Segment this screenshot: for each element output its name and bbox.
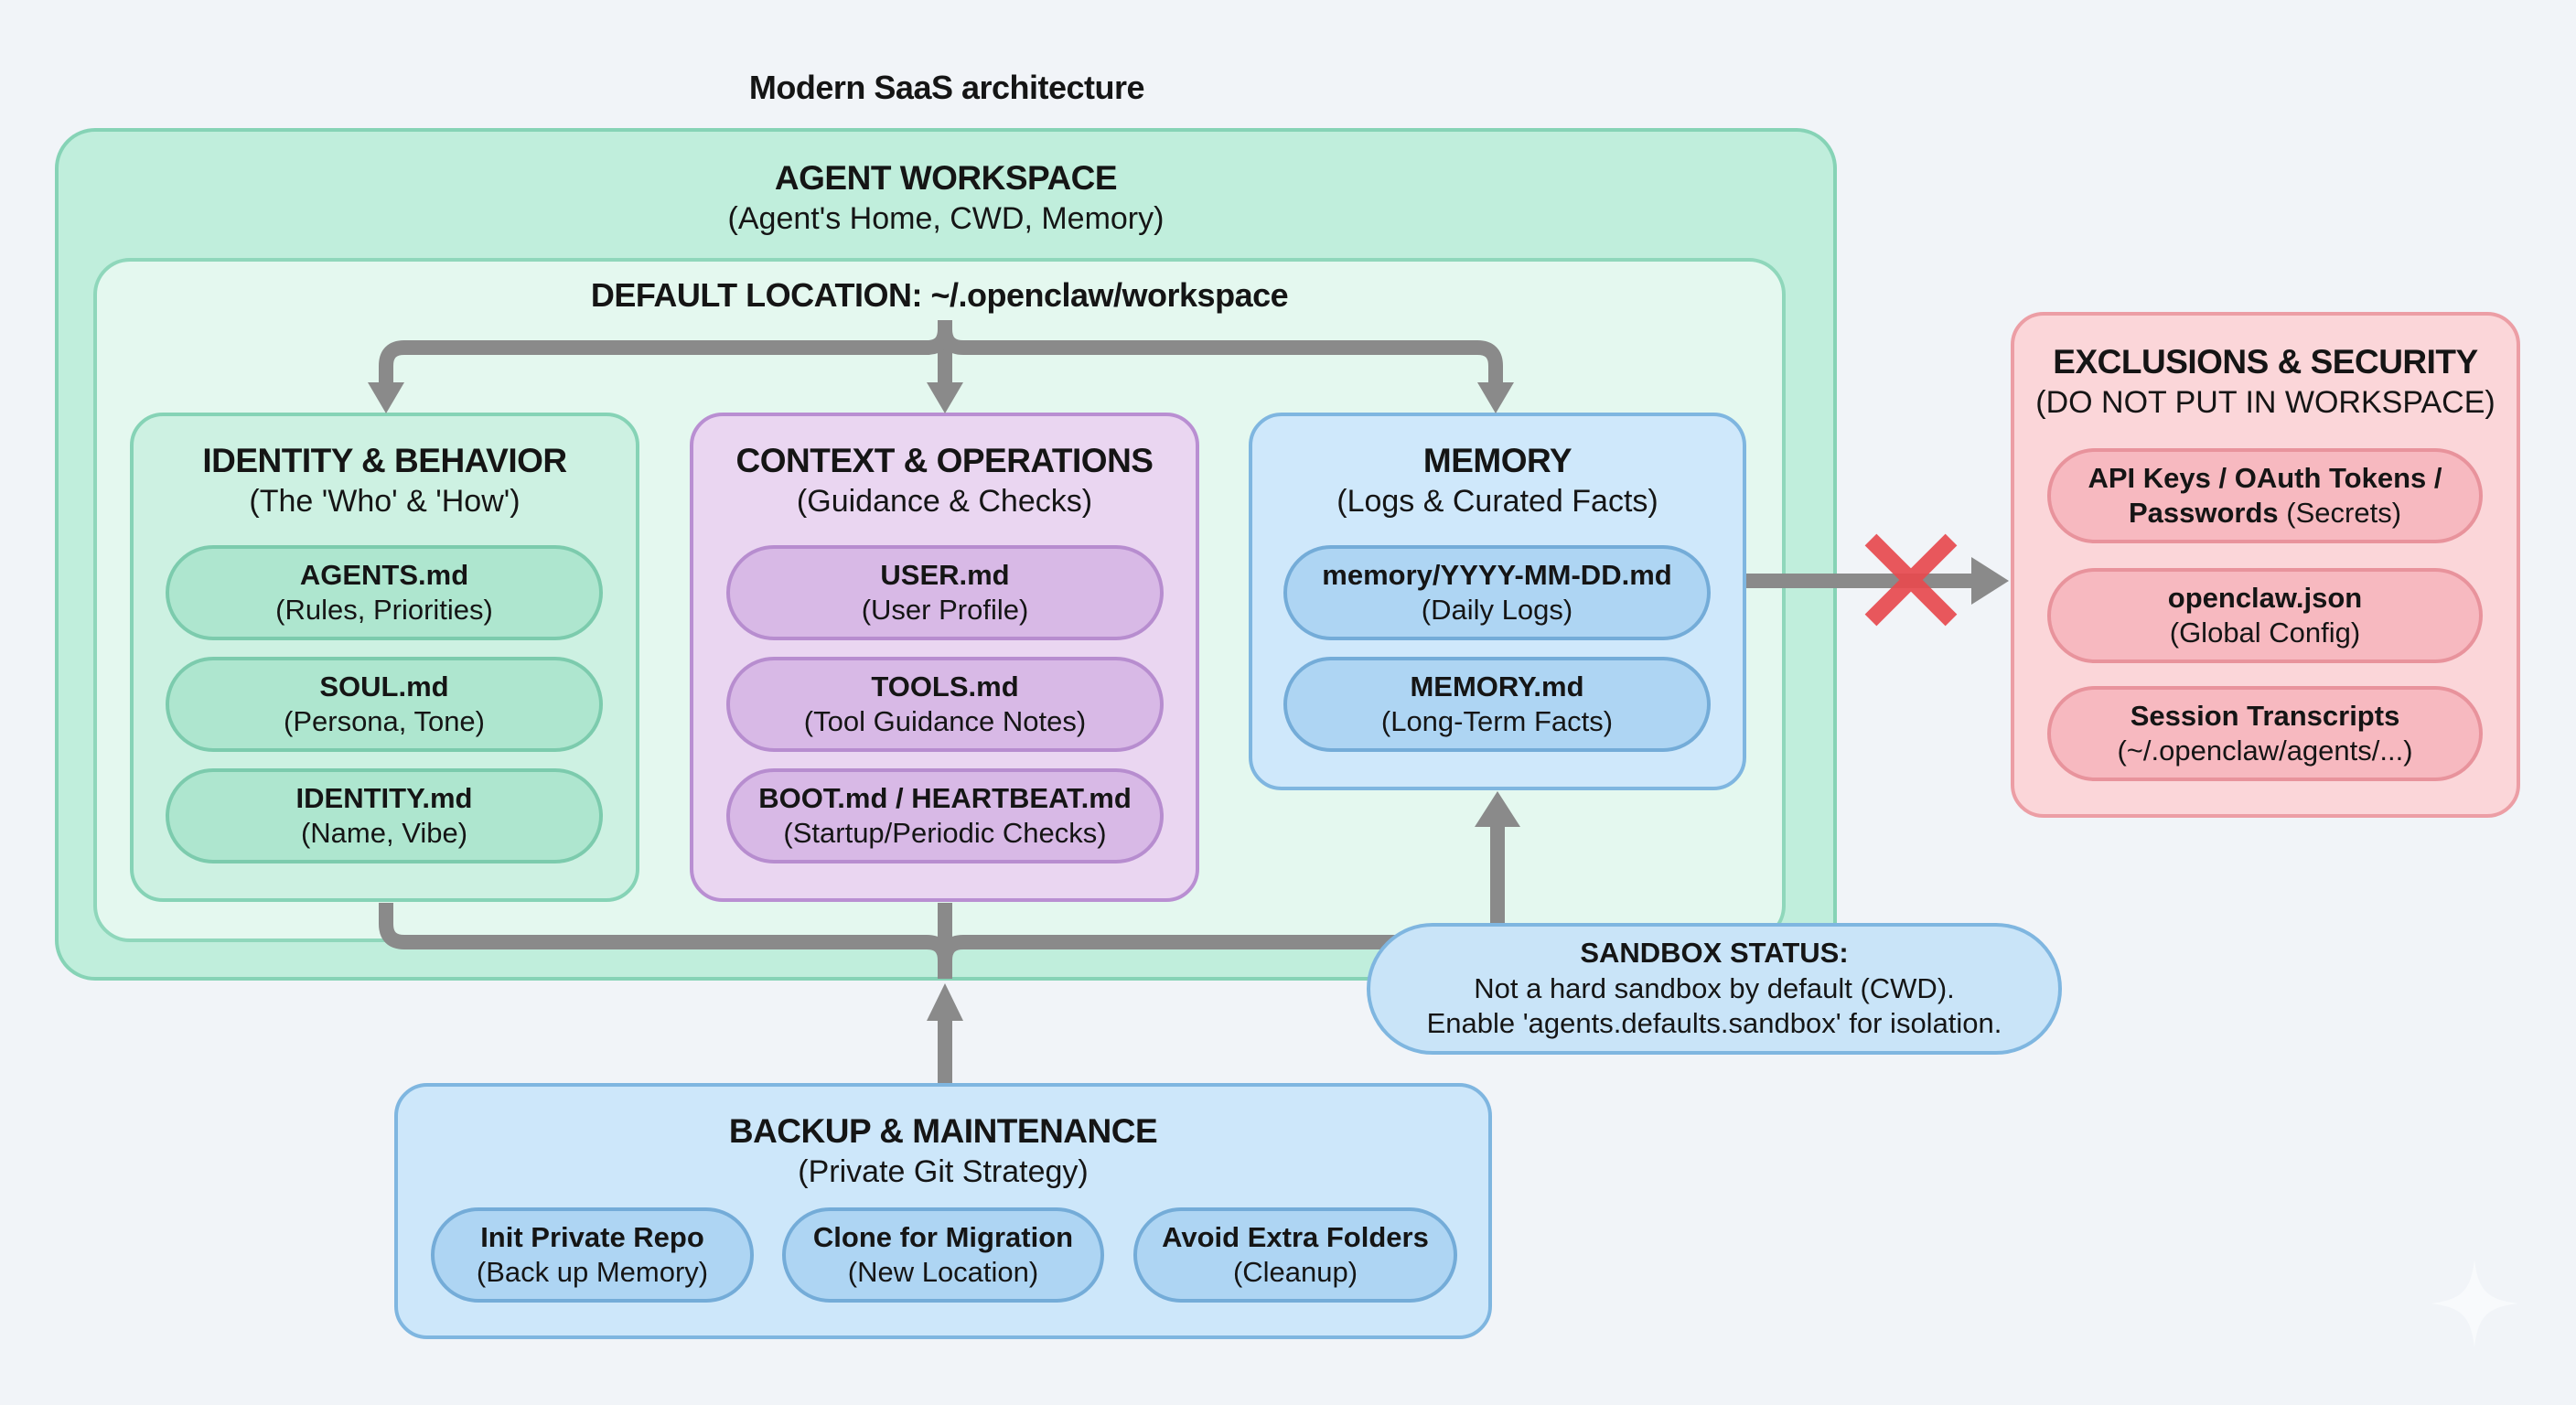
exclusion-name: API Keys / OAuth Tokens / <box>2088 462 2442 495</box>
backup-item-name: Avoid Extra Folders <box>1162 1221 1429 1254</box>
exclusion-description: (~/.openclaw/agents/...) <box>2117 735 2413 767</box>
backup-init-private-repo[interactable]: Init Private Repo (Back up Memory) <box>431 1207 754 1303</box>
file-soul-md[interactable]: SOUL.md (Persona, Tone) <box>166 657 603 752</box>
file-name: SOUL.md <box>319 670 449 703</box>
file-memory-md[interactable]: MEMORY.md (Long-Term Facts) <box>1283 657 1711 752</box>
sandbox-status-note: SANDBOX STATUS: Not a hard sandbox by de… <box>1367 923 2062 1055</box>
file-tools-md[interactable]: TOOLS.md (Tool Guidance Notes) <box>726 657 1164 752</box>
exclusion-description: (Global Config) <box>2169 617 2361 649</box>
panel-subtitle: (The 'Who' & 'How') <box>249 484 521 519</box>
file-description: (Rules, Priorities) <box>275 594 493 626</box>
file-name: USER.md <box>880 559 1010 592</box>
file-name: IDENTITY.md <box>295 782 473 815</box>
exclusion-description: (Secrets) <box>2278 497 2402 529</box>
file-name: AGENTS.md <box>299 559 469 592</box>
backup-item-name: Init Private Repo <box>480 1221 704 1254</box>
panel-title: BACKUP & MAINTENANCE <box>728 1112 1158 1150</box>
panel-subtitle: (Private Git Strategy) <box>798 1154 1089 1189</box>
sandbox-status-line1: Not a hard sandbox by default (CWD). <box>1474 971 1955 1004</box>
backup-item-description: (New Location) <box>847 1256 1039 1288</box>
backup-item-description: (Cleanup) <box>1232 1256 1358 1288</box>
file-user-md[interactable]: USER.md (User Profile) <box>726 545 1164 640</box>
panel-subtitle: (DO NOT PUT IN WORKSPACE) <box>2035 385 2496 420</box>
red-x-icon <box>1864 533 1958 627</box>
agent-workspace-subtitle: (Agent's Home, CWD, Memory) <box>727 201 1165 236</box>
sandbox-status-line2: Enable 'agents.defaults.sandbox' for iso… <box>1426 1007 2002 1040</box>
default-location-label: DEFAULT LOCATION: ~/.openclaw/workspace <box>590 276 1289 314</box>
panel-title: CONTEXT & OPERATIONS <box>735 442 1154 479</box>
file-description: (User Profile) <box>861 594 1029 626</box>
file-daily-memory-md[interactable]: memory/YYYY-MM-DD.md (Daily Logs) <box>1283 545 1711 640</box>
panel-subtitle: (Logs & Curated Facts) <box>1336 484 1658 519</box>
agent-workspace-title: AGENT WORKSPACE <box>774 159 1118 197</box>
exclusion-name: openclaw.json <box>2167 582 2363 615</box>
arrowhead-backup-up <box>927 983 963 1021</box>
exclusion-secrets[interactable]: API Keys / OAuth Tokens / Passwords (Sec… <box>2047 448 2483 543</box>
panel-title: IDENTITY & BEHAVIOR <box>202 442 567 479</box>
file-agents-md[interactable]: AGENTS.md (Rules, Priorities) <box>166 545 603 640</box>
backup-clone-for-migration[interactable]: Clone for Migration (New Location) <box>782 1207 1104 1303</box>
exclusion-openclaw-json[interactable]: openclaw.json (Global Config) <box>2047 568 2483 663</box>
file-name: TOOLS.md <box>871 670 1019 703</box>
arrowhead-exclusions <box>1971 557 2009 605</box>
sandbox-status-title: SANDBOX STATUS: <box>1580 936 1849 969</box>
panel-title: MEMORY <box>1422 442 1572 479</box>
backup-item-name: Clone for Migration <box>812 1221 1074 1254</box>
file-name: MEMORY.md <box>1410 670 1584 703</box>
file-description: (Name, Vibe) <box>300 817 468 849</box>
file-identity-md[interactable]: IDENTITY.md (Name, Vibe) <box>166 768 603 863</box>
file-description: (Long-Term Facts) <box>1380 705 1614 737</box>
file-description: (Tool Guidance Notes) <box>803 705 1087 737</box>
backup-item-description: (Back up Memory) <box>476 1256 709 1288</box>
panel-title: EXCLUSIONS & SECURITY <box>2053 343 2478 381</box>
agent-workspace-header: AGENT WORKSPACE (Agent's Home, CWD, Memo… <box>59 159 1833 237</box>
file-description: (Daily Logs) <box>1421 594 1573 626</box>
file-description: (Startup/Periodic Checks) <box>783 817 1107 849</box>
sparkle-icon <box>2431 1260 2518 1347</box>
file-boot-heartbeat-md[interactable]: BOOT.md / HEARTBEAT.md (Startup/Periodic… <box>726 768 1164 863</box>
file-name: memory/YYYY-MM-DD.md <box>1322 559 1672 592</box>
exclusion-session-transcripts[interactable]: Session Transcripts (~/.openclaw/agents/… <box>2047 686 2483 781</box>
exclusion-name-continued: Passwords <box>2128 497 2279 529</box>
file-description: (Persona, Tone) <box>284 705 485 737</box>
diagram-title: Modern SaaS architecture <box>748 69 1145 106</box>
panel-subtitle: (Guidance & Checks) <box>796 484 1093 519</box>
exclusion-name: Session Transcripts <box>2130 700 2400 733</box>
backup-avoid-extra-folders[interactable]: Avoid Extra Folders (Cleanup) <box>1133 1207 1457 1303</box>
file-name: BOOT.md / HEARTBEAT.md <box>758 782 1132 815</box>
